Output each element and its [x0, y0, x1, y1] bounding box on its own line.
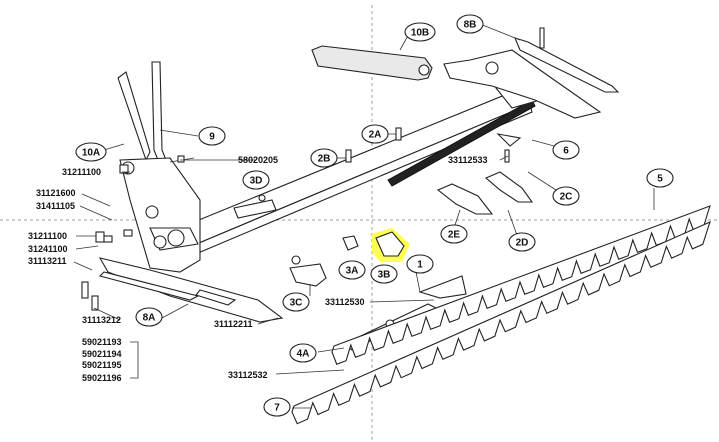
pn-59021194: 59021194 [82, 349, 122, 359]
pn-31113212: 31113212 [82, 315, 121, 325]
callout-label: 10A [82, 148, 100, 159]
callout-label: 1 [417, 260, 423, 271]
callout-oval [404, 22, 436, 42]
guide-lines [0, 5, 719, 440]
callout-label: 3A [346, 266, 359, 277]
callout-2e: 2E [440, 224, 468, 244]
callout-label: 3D [250, 176, 263, 187]
callout-2d: 2D [508, 232, 536, 252]
callout-label: 10B [411, 28, 429, 39]
clips-3a-3b [342, 231, 405, 257]
callout-label: 8B [464, 20, 477, 31]
leader-lines [73, 23, 655, 409]
pn-33112530: 33112530 [325, 297, 365, 307]
callout-oval [198, 126, 226, 146]
callout-oval [289, 343, 317, 363]
part-number-labels: 31211100 58020205 31121600 31411105 3121… [28, 155, 488, 383]
callout-oval [338, 260, 366, 280]
callout-oval [310, 148, 338, 168]
bracket-3c [289, 255, 327, 287]
pn-59021195: 59021195 [82, 360, 122, 370]
pn-33112533: 33112533 [448, 155, 488, 165]
callout-oval [370, 264, 398, 284]
knife-back-6 [496, 133, 522, 163]
callout-label: 2C [560, 192, 573, 203]
callout-10b: 10B [404, 22, 436, 42]
pn-31241100: 31241100 [28, 244, 68, 254]
pn-58020205: 58020205 [238, 155, 278, 165]
callout-8b: 8B [456, 14, 484, 34]
callout-label: 9 [209, 132, 215, 143]
callout-oval [508, 232, 536, 252]
callout-oval [440, 224, 468, 244]
callout-9: 9 [198, 126, 226, 146]
plate-3d [233, 194, 277, 219]
pn-31211100-b: 31211100 [28, 231, 67, 241]
callout-oval [263, 397, 291, 417]
callout-10a: 10A [75, 142, 107, 162]
pn-31121600: 31121600 [36, 188, 76, 198]
callout-8a: 8A [135, 307, 163, 327]
plate-1 [418, 275, 467, 299]
callout-7: 7 [263, 397, 291, 417]
callout-oval [361, 124, 389, 144]
callout-6: 6 [552, 140, 580, 160]
callout-3b: 3B [370, 264, 398, 284]
callout-label: 3B [378, 270, 391, 281]
callout-3c: 3C [282, 292, 310, 312]
callout-label: 2B [318, 154, 331, 165]
callout-label: 7 [274, 403, 280, 414]
shoe-8b [443, 27, 620, 119]
callout-layer: 10B 8B 10A 9 2A 2B 3D 6 2C 5 2E 2D 3A 3B 1 3C 8A 4A 7 [75, 14, 674, 417]
pn-31112211: 31112211 [214, 319, 253, 329]
pn-31411105: 31411105 [36, 201, 75, 211]
left-frame-assembly [98, 61, 284, 323]
callout-3d: 3D [242, 170, 270, 190]
callout-2b: 2B [310, 148, 338, 168]
callout-oval [456, 14, 484, 34]
callout-2c: 2C [552, 186, 580, 206]
knife-sections-7 [291, 220, 711, 425]
pn-59021196: 59021196 [82, 373, 122, 383]
pn-31113211: 31113211 [28, 256, 67, 266]
callout-oval [282, 292, 310, 312]
callout-label: 2D [516, 238, 529, 249]
arm-10b [311, 45, 433, 81]
callout-5: 5 [646, 168, 674, 188]
callout-1: 1 [406, 254, 434, 274]
callout-oval [135, 307, 163, 327]
callout-label: 4A [297, 349, 310, 360]
callout-label: 3C [290, 298, 303, 309]
callout-4a: 4A [289, 343, 317, 363]
pn-59021193: 59021193 [82, 337, 122, 347]
pn-33112532: 33112532 [228, 370, 268, 380]
callout-label: 5 [657, 174, 663, 185]
callout-2a: 2A [361, 124, 389, 144]
callout-oval [646, 168, 674, 188]
callout-oval [552, 140, 580, 160]
callout-label: 2A [369, 130, 382, 141]
pn-31211100: 31211100 [62, 167, 101, 177]
callout-3a: 3A [338, 260, 366, 280]
callout-oval [406, 254, 434, 274]
callout-oval [75, 142, 107, 162]
guards-2e-2d [436, 171, 534, 215]
callout-label: 8A [143, 313, 156, 324]
cutter-bar [148, 81, 541, 265]
callout-label: 6 [563, 146, 569, 157]
callout-oval [242, 170, 270, 190]
callout-label: 2E [448, 230, 461, 241]
callout-oval [552, 186, 580, 206]
